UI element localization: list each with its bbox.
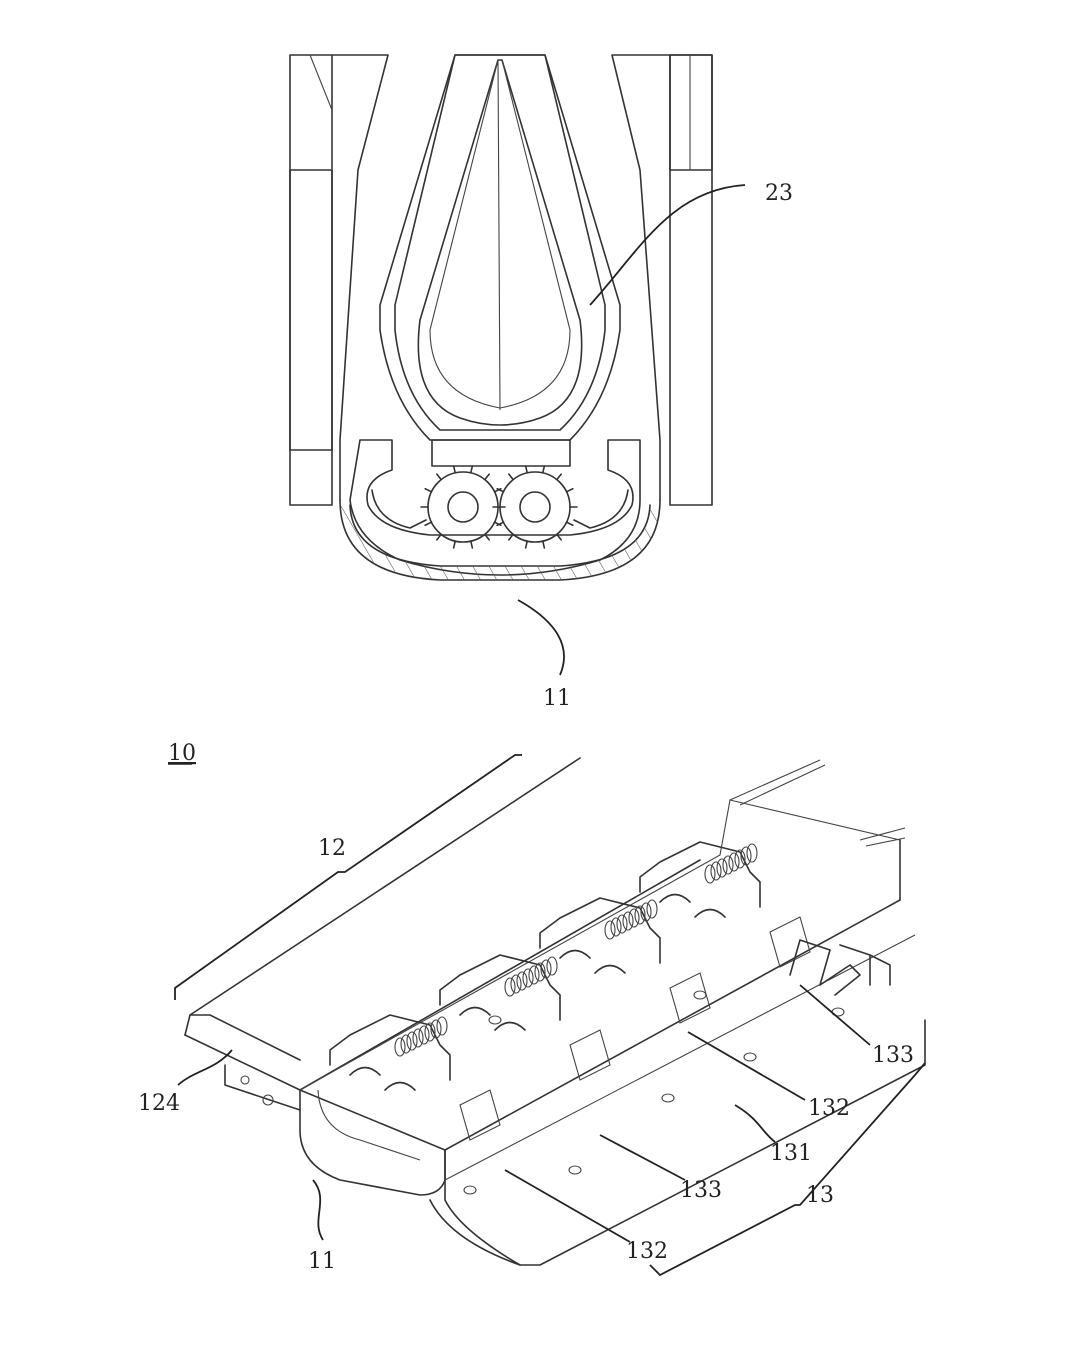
cell-module	[539, 897, 711, 1024]
plate-hole	[743, 1052, 757, 1062]
leader-11-bottom	[312, 1179, 324, 1241]
gear-tooth	[452, 465, 457, 474]
bottom-cap	[339, 499, 661, 581]
gear-tooth	[469, 465, 474, 474]
gear-tooth	[469, 540, 474, 549]
bracket-13	[649, 1062, 926, 1277]
right-side-gear-segment	[573, 489, 629, 529]
top-cross-section	[289, 54, 713, 581]
leader-133-b	[599, 1134, 686, 1181]
plate-hole	[568, 1165, 582, 1175]
leader-11-top	[517, 599, 565, 676]
label-133-b: 133	[680, 1178, 722, 1203]
gear-pair	[420, 465, 578, 549]
bracket-12	[174, 754, 522, 1000]
gear-tooth	[524, 465, 529, 474]
teardrop-shell	[379, 54, 621, 441]
cell-module	[329, 1014, 501, 1141]
left-side-gear-segment	[371, 489, 427, 529]
gear-tooth	[508, 473, 514, 481]
gear-tooth	[424, 487, 433, 493]
gear-tooth	[524, 540, 529, 549]
label-23: 23	[765, 181, 793, 206]
label-132-a: 132	[808, 1096, 850, 1121]
plate-hole	[693, 990, 707, 1000]
gear-tooth	[556, 473, 562, 481]
plate-hole	[488, 1015, 502, 1025]
leader-132-b	[504, 1169, 631, 1243]
gear-seat	[431, 439, 571, 467]
label-11-bottom: 11	[308, 1249, 336, 1274]
cell-modules	[329, 841, 811, 1141]
leader-133-a	[799, 984, 871, 1046]
label-124: 124	[138, 1091, 180, 1116]
rail-12	[184, 757, 701, 1111]
gear-tooth	[565, 521, 574, 527]
bottom-assembly	[174, 754, 926, 1266]
gear-tooth	[496, 487, 505, 493]
gear-tooth	[556, 533, 562, 541]
leader-132-a	[687, 1031, 806, 1101]
gear-tooth	[484, 533, 490, 541]
gear-tooth	[496, 521, 505, 527]
label-13: 13	[806, 1183, 834, 1208]
label-12: 12	[318, 836, 346, 861]
gear-tooth	[436, 533, 442, 541]
cell-module	[639, 841, 811, 968]
left-housing	[289, 54, 389, 506]
label-133-a: 133	[872, 1043, 914, 1068]
left-gear	[427, 471, 499, 543]
leader-23	[589, 184, 746, 306]
base-plate-131	[429, 934, 926, 1266]
rear-rails	[729, 759, 906, 847]
label-11-top: 11	[543, 686, 571, 711]
gear-tooth	[452, 540, 457, 549]
gear-tooth	[436, 473, 442, 481]
end-clips	[789, 939, 891, 996]
gear-tooth	[565, 487, 574, 493]
leader-131	[734, 1104, 776, 1143]
cell-module	[439, 954, 611, 1081]
label-10: 10	[168, 741, 196, 766]
label-131: 131	[770, 1141, 812, 1166]
gear-tooth	[541, 540, 546, 549]
gear-tooth	[424, 521, 433, 527]
gear-tooth	[541, 465, 546, 474]
right-housing	[611, 54, 713, 506]
plate-hole	[463, 1185, 477, 1195]
label-132-b: 132	[626, 1239, 668, 1264]
gear-tooth	[508, 533, 514, 541]
plate-hole	[661, 1093, 675, 1103]
right-gear	[499, 471, 571, 543]
leader-124	[177, 1049, 233, 1086]
gear-tooth	[484, 473, 490, 481]
